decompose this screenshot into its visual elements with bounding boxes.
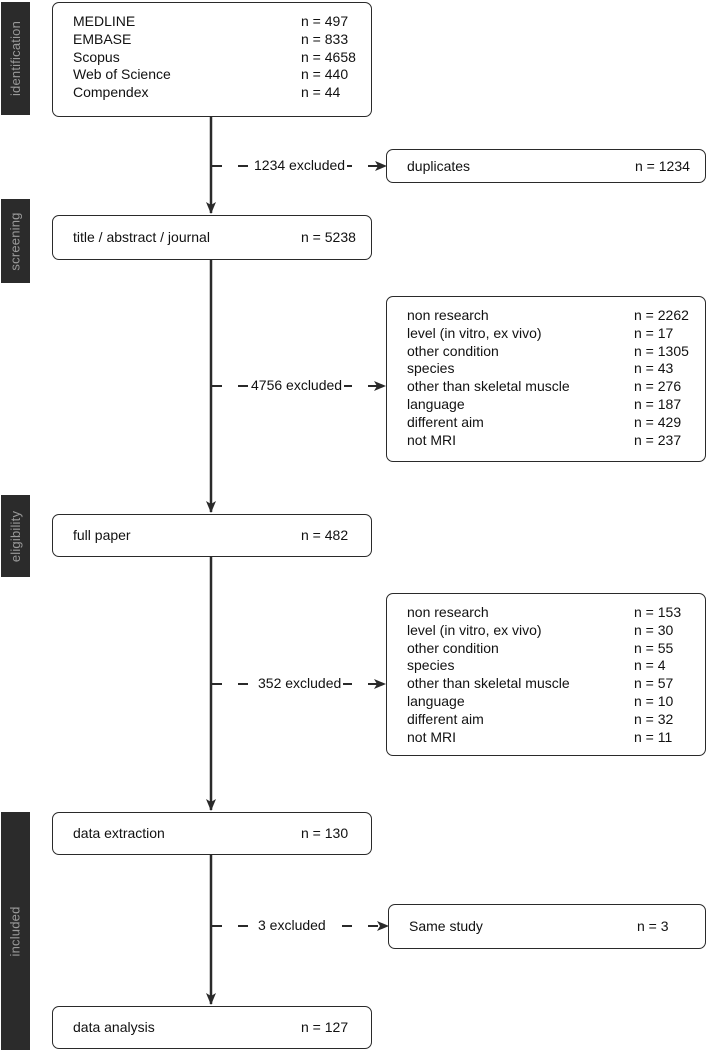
- reason-count: n = 153: [634, 604, 682, 620]
- reason-row: species n = 4: [407, 657, 705, 675]
- reason-label: language: [407, 692, 465, 709]
- reason-count: n = 429: [634, 413, 682, 430]
- phase-identification-label: identification: [8, 20, 24, 97]
- screening-reasons-box: non research n = 2262 level (in vitro, ex…: [386, 296, 706, 462]
- reason-row: different aim n = 32: [407, 711, 705, 729]
- title-abstract-count: n = 5238: [301, 229, 356, 245]
- data-analysis-box: data analysis n = 127: [52, 1006, 372, 1049]
- phase-included: included: [1, 812, 30, 1050]
- reason-row: other than skeletal muscle n = 276: [407, 378, 705, 396]
- sources-box: MEDLINE n = 497 EMBASE n = 833 Scopus n …: [52, 2, 372, 117]
- reason-row: non research n = 153: [407, 604, 705, 622]
- source-count: n = 44: [301, 84, 341, 101]
- source-row: Web of Science n = 440: [73, 66, 371, 84]
- reason-count: n = 32: [634, 710, 674, 727]
- reason-count: n = 187: [634, 395, 682, 412]
- reason-row: level (in vitro, ex vivo) n = 30: [407, 622, 705, 640]
- exclusion-label-4: 3 excluded: [256, 917, 328, 933]
- phase-eligibility: eligibility: [1, 495, 30, 577]
- source-name: Compendex: [73, 84, 149, 101]
- source-count: n = 833: [301, 30, 349, 47]
- exclusion-label-1: 1234 excluded: [252, 157, 348, 173]
- full-paper-count: n = 482: [301, 527, 349, 543]
- duplicates-box: duplicates n = 1234: [386, 149, 706, 183]
- title-abstract-box: title / abstract / journal n = 5238: [52, 215, 372, 260]
- phase-identification: identification: [1, 2, 30, 115]
- reason-count: n = 2262: [634, 307, 689, 323]
- reason-label: level (in vitro, ex vivo): [407, 621, 542, 638]
- reason-row: not MRI n = 237: [407, 432, 705, 450]
- data-analysis-count: n = 127: [301, 1019, 349, 1035]
- reason-row: non research n = 2262: [407, 307, 705, 325]
- data-extraction-box: data extraction n = 130: [52, 812, 372, 855]
- reason-count: n = 57: [634, 675, 674, 692]
- data-analysis-label: data analysis: [73, 1019, 155, 1035]
- exclusion-label-2: 4756 excluded: [249, 377, 345, 393]
- reason-label: other than skeletal muscle: [407, 675, 570, 692]
- source-row: MEDLINE n = 497: [73, 13, 371, 31]
- reason-label: other than skeletal muscle: [407, 378, 570, 395]
- reason-label: level (in vitro, ex vivo): [407, 324, 542, 341]
- reason-count: n = 276: [634, 378, 682, 395]
- source-name: Web of Science: [73, 66, 171, 83]
- reason-label: not MRI: [407, 431, 457, 448]
- same-study-count: n = 3: [637, 918, 669, 934]
- reason-row: language n = 187: [407, 396, 705, 414]
- reason-row: other condition n = 1305: [407, 343, 705, 361]
- reason-label: language: [407, 395, 465, 412]
- reason-label: different aim: [407, 710, 484, 727]
- reason-count: n = 55: [634, 639, 674, 656]
- reason-count: n = 43: [634, 360, 674, 377]
- source-count: n = 497: [301, 13, 349, 29]
- duplicates-count: n = 1234: [635, 158, 690, 174]
- reason-row: species n = 43: [407, 360, 705, 378]
- source-count: n = 4658: [301, 48, 356, 65]
- reason-count: n = 4: [634, 657, 666, 674]
- reason-label: non research: [407, 604, 489, 620]
- source-row: Scopus n = 4658: [73, 49, 371, 67]
- reason-count: n = 237: [634, 431, 682, 448]
- same-study-label: Same study: [409, 918, 483, 934]
- phase-screening-label: screening: [8, 211, 24, 271]
- same-study-box: Same study n = 3: [388, 904, 706, 949]
- source-name: Scopus: [73, 48, 120, 65]
- source-row: Compendex n = 44: [73, 84, 371, 102]
- reason-label: species: [407, 360, 455, 377]
- reason-row: other than skeletal muscle n = 57: [407, 675, 705, 693]
- source-name: MEDLINE: [73, 13, 136, 29]
- reason-label: different aim: [407, 413, 484, 430]
- reason-row: other condition n = 55: [407, 640, 705, 658]
- reason-label: not MRI: [407, 728, 457, 745]
- phase-eligibility-label: eligibility: [8, 510, 23, 562]
- reason-count: n = 11: [634, 728, 673, 745]
- reason-count: n = 10: [634, 692, 674, 709]
- title-abstract-label: title / abstract / journal: [73, 229, 210, 245]
- reason-count: n = 30: [634, 621, 674, 638]
- source-name: EMBASE: [73, 30, 132, 47]
- source-count: n = 440: [301, 66, 349, 83]
- phase-included-label: included: [8, 905, 23, 957]
- reason-label: other condition: [407, 342, 499, 359]
- phase-screening: screening: [1, 199, 30, 283]
- source-row: EMBASE n = 833: [73, 31, 371, 49]
- full-paper-box: full paper n = 482: [52, 514, 372, 557]
- data-extraction-label: data extraction: [73, 825, 165, 841]
- reason-row: different aim n = 429: [407, 414, 705, 432]
- reason-count: n = 17: [634, 324, 674, 341]
- reason-row: not MRI n = 11: [407, 729, 705, 747]
- reason-row: level (in vitro, ex vivo) n = 17: [407, 325, 705, 343]
- reason-count: n = 1305: [634, 342, 689, 359]
- reason-row: language n = 10: [407, 693, 705, 711]
- reason-label: non research: [407, 307, 489, 323]
- duplicates-label: duplicates: [407, 158, 471, 174]
- reason-label: species: [407, 657, 455, 674]
- reason-label: other condition: [407, 639, 499, 656]
- exclusion-label-3: 352 excluded: [256, 675, 344, 691]
- data-extraction-count: n = 130: [301, 825, 349, 841]
- full-paper-label: full paper: [73, 527, 131, 543]
- eligibility-reasons-box: non research n = 153 level (in vitro, ex …: [386, 593, 706, 756]
